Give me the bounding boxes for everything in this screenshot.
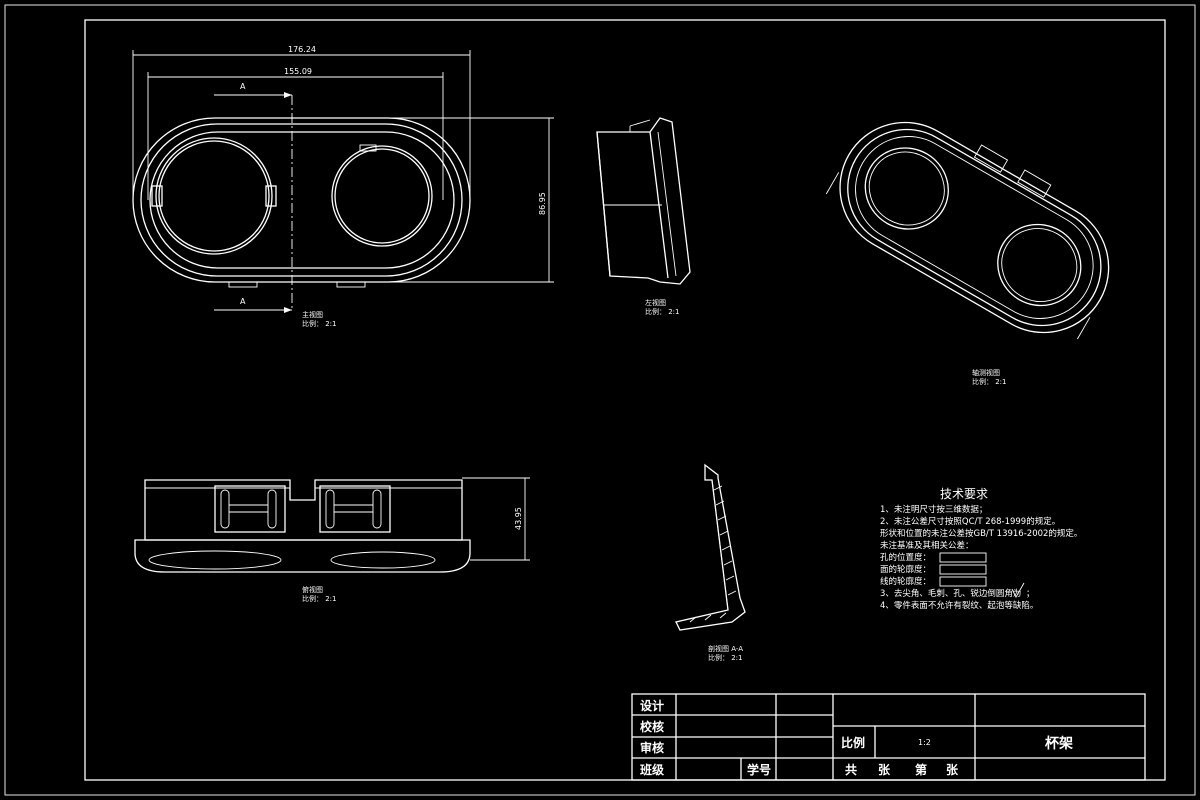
section-view-title: 剖视图 A-A [708,644,743,653]
tech-req-item-1: 1、未注明尺寸按三维数据； [880,504,987,515]
inner-frame [84,19,1166,781]
tech-req-item-5: 孔的位置度： [880,552,931,563]
tech-req-item-8: 3、去尖角、毛刺、孔、锐边倒圆角为 [880,588,1021,599]
front-view-scale: 比例： 2:1 [302,319,337,328]
iso-view-title: 轴测视图 [972,368,1000,377]
tb-sheet-no-unit: 张 [946,762,959,777]
tb-design-label: 设计 [640,698,664,713]
front-view-title: 主视图 [302,310,323,319]
outer-border [4,4,1196,796]
dim-height: 86.95 [538,192,547,215]
tb-sheet-no-label: 第 [915,762,927,777]
section-mark-top: A [240,82,246,91]
section-mark-bottom: A [240,297,246,306]
tb-class-label: 班级 [640,762,664,777]
tech-req-item-9: 4、零件表面不允许有裂纹、起泡等缺陷。 [880,600,1038,611]
title-block: 设计 校核 审核 班级 学号 比例 1:2 杯架 共 张 第 张 [631,693,1146,781]
tech-req-title: 技术要求 [940,487,988,501]
roughness-symbol [1011,582,1025,598]
tb-scale-value: 1:2 [918,738,931,747]
technical-requirements: 技术要求 1、未注明尺寸按三维数据； 2、未注公差尺寸按照QC/T 268-19… [880,487,1082,611]
tech-req-item-4: 未注基准及其相关公差： [880,540,974,551]
side-view-title: 左视图 [645,298,666,307]
tb-student-id-label: 学号 [747,762,771,777]
bottom-view: 43.95 俯视图 比例： 2:1 [134,477,530,603]
tech-req-item-2: 2、未注公差尺寸按照QC/T 268-1999的规定。 [880,516,1060,527]
tb-part-name: 杯架 [1045,735,1073,752]
tb-scale-label: 比例 [841,735,865,750]
tech-req-item-8-suffix: ； [1026,589,1035,599]
tb-review-label: 审核 [640,740,664,755]
tech-req-item-3: 形状和位置的未注公差按GB/T 13916-2002的规定。 [880,528,1082,539]
tb-check-label: 校核 [640,719,664,734]
dim-inner-width: 155.09 [284,67,312,76]
side-view-scale: 比例： 2:1 [645,307,680,316]
tb-sheets-total-unit: 张 [878,762,891,777]
tech-req-item-7: 线的轮廓度： [880,576,931,587]
side-view: 左视图 比例： 2:1 [596,117,691,316]
dim-overall-width: 176.24 [288,45,316,54]
section-view-scale: 比例： 2:1 [708,653,743,662]
bottom-view-scale: 比例： 2:1 [302,594,337,603]
section-view: 剖视图 A-A 比例： 2:1 [675,463,746,662]
isometric-view: 轴测视图 比例： 2:1 [825,121,1110,386]
iso-view-scale: 比例： 2:1 [972,377,1007,386]
bottom-view-title: 俯视图 [302,585,323,594]
tech-req-item-6: 面的轮廓度： [880,564,931,575]
front-view: 176.24 155.09 86.95 A A 主视图 比例： 2:1 [132,45,554,328]
tb-sheets-total-label: 共 [845,762,857,777]
dim-depth: 43.95 [514,507,523,530]
